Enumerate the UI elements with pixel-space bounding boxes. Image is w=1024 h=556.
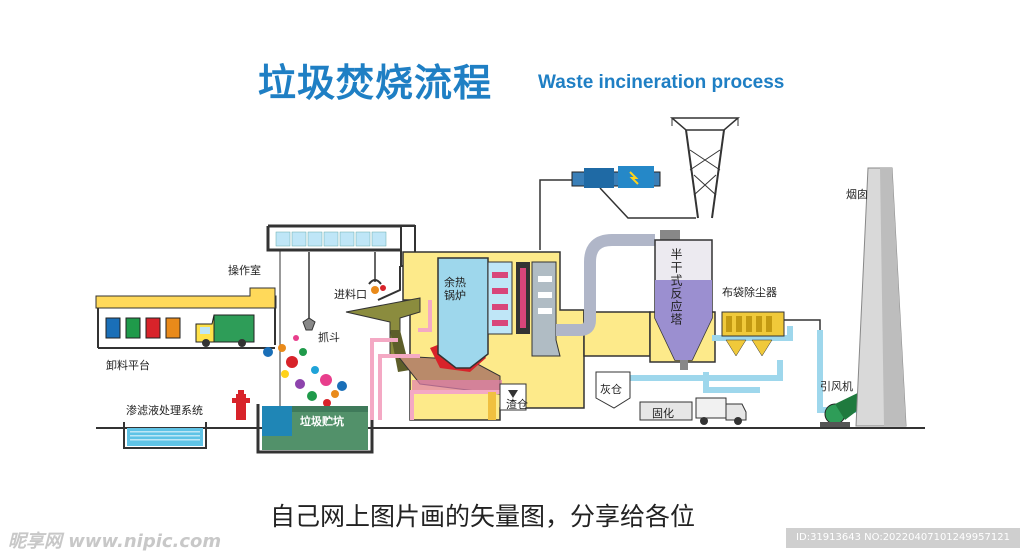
garbage-truck bbox=[195, 314, 255, 347]
waste-bins bbox=[105, 317, 181, 339]
bag-filter bbox=[721, 311, 821, 357]
label-unloading-platform: 卸料平台 bbox=[106, 359, 150, 372]
label-grab: 抓斗 bbox=[318, 331, 340, 344]
flue-duct bbox=[531, 261, 561, 357]
bin-blue bbox=[105, 317, 121, 339]
power-lines bbox=[539, 179, 696, 250]
caption-text: 自己网上图片画的矢量图，分享给各位 bbox=[270, 502, 696, 531]
label-bag-filter: 布袋除尘器 bbox=[722, 286, 777, 299]
label-slag-bin: 渣仓 bbox=[506, 398, 528, 411]
transmission-tower bbox=[669, 117, 741, 219]
chimney bbox=[855, 167, 907, 427]
bin-red bbox=[145, 317, 161, 339]
flue-gas-pipes bbox=[596, 326, 793, 393]
ash-bin bbox=[595, 371, 693, 421]
air-pipes bbox=[370, 300, 500, 420]
control-room bbox=[266, 224, 416, 267]
label-feed-inlet: 进料口 bbox=[334, 288, 367, 301]
watermark-left: 昵享网 www.nipic.com bbox=[8, 531, 222, 552]
generator bbox=[571, 166, 661, 188]
label-control-room: 操作室 bbox=[228, 264, 261, 277]
label-leachate-system: 渗滤液处理系统 bbox=[126, 404, 203, 417]
title-chinese: 垃圾焚烧流程 bbox=[258, 61, 493, 105]
label-solidification: 固化 bbox=[652, 407, 674, 420]
bin-green bbox=[125, 317, 141, 339]
label-waste-pit: 垃圾贮坑 bbox=[300, 415, 344, 428]
bin-orange bbox=[165, 317, 181, 339]
ash-truck bbox=[695, 397, 747, 425]
waste-balls bbox=[263, 335, 347, 407]
watermark-right: ID:31913643 NO:20220407101249957121 bbox=[786, 528, 1020, 548]
semi-dry-reactor bbox=[556, 230, 713, 370]
slag-bin bbox=[488, 383, 527, 420]
crane-grab bbox=[302, 252, 386, 331]
waste-pit bbox=[256, 404, 374, 454]
title-english: Waste incineration process bbox=[538, 72, 785, 93]
label-waste-heat-boiler: 余热锅炉 bbox=[444, 276, 466, 302]
label-ash-bin: 灰仓 bbox=[600, 383, 622, 396]
fire-hydrant bbox=[232, 390, 250, 420]
leachate-tank bbox=[123, 422, 207, 449]
label-semi-dry-reactor: 半干式反应塔 bbox=[669, 248, 683, 326]
waste-heat-boiler bbox=[437, 257, 530, 369]
label-chimney: 烟囱 bbox=[846, 188, 868, 201]
unloading-platform bbox=[95, 287, 277, 349]
label-induced-fan: 引风机 bbox=[820, 380, 853, 393]
